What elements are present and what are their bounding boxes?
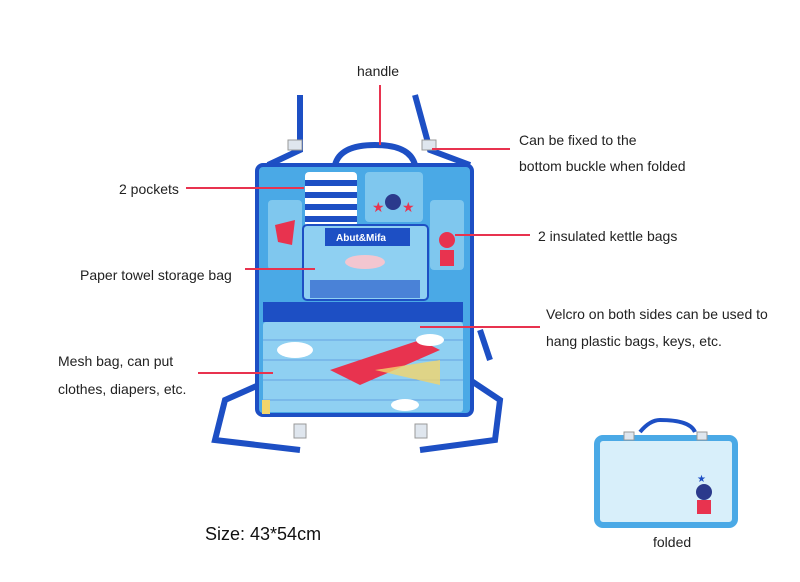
leader-velcro [420,326,540,328]
label-pockets: 2 pockets [119,181,179,197]
rocket-icon [375,360,440,385]
pocket-left-stripes [305,180,357,222]
top-strap-left [266,95,303,168]
buckle-bottom-right [414,423,428,439]
star-icon: ★ [372,199,385,215]
leader-pockets [186,187,304,189]
bear-body-icon [697,500,711,514]
leader-mesh [198,372,273,374]
label-folded: folded [653,534,692,550]
label-velcro-1: Velcro on both sides can be used to [546,306,768,322]
leader-fixed [432,148,510,150]
bear-body-icon [440,250,454,266]
buckle-top-left [287,139,303,151]
brand-strip [325,228,410,246]
leader-paper [245,268,315,270]
label-velcro-2: hang plastic bags, keys, etc. [546,333,722,349]
brand-text: Abut&Mifa [336,233,386,244]
label-kettle: 2 insulated kettle bags [538,228,678,244]
bottom-strap-right [419,377,504,453]
star-icon: ★ [697,474,706,485]
label-mesh-2: clothes, diapers, etc. [58,381,187,397]
folded-handle [638,417,697,434]
side-tab-left [262,400,270,414]
tissue-opening [345,255,385,269]
buckle-top-right [421,139,437,151]
city-skyline [310,280,420,298]
dinosaur-icon [275,220,295,245]
cloud-icon [277,342,313,358]
cloud-icon [416,334,444,346]
label-paper: Paper towel storage bag [80,267,232,283]
folded-bag [594,435,738,528]
label-fixed-2: bottom buckle when folded [519,158,686,174]
airplane-icon [330,340,440,385]
top-strap-right [412,94,472,168]
velcro-strip [263,302,463,322]
label-mesh-1: Mesh bag, can put [58,353,174,369]
bottom-strap-left [211,377,301,453]
bear-icon [439,232,455,248]
side-strap-right [477,329,493,361]
label-size: Size: 43*54cm [205,524,322,544]
label-fixed-1: Can be fixed to the [519,132,637,148]
star-icon: ★ [402,199,415,215]
folded-buckle-left [623,431,635,441]
handle-strap [332,141,418,166]
leader-kettle [455,234,530,236]
buckle-bottom-left [293,423,307,439]
bear-face-icon [385,194,401,210]
label-handle: handle [357,63,400,79]
leader-handle [379,85,381,145]
folded-buckle-right [696,431,708,441]
bear-face-icon [696,484,712,500]
cloud-icon [391,399,419,411]
